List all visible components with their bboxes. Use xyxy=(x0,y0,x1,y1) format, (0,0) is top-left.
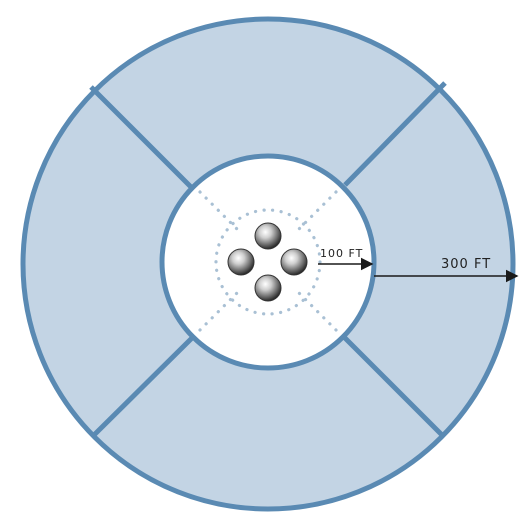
sphere-marker-icon xyxy=(228,249,254,275)
inner-zone-circle xyxy=(162,156,374,368)
inner-radius-label: 100 FT xyxy=(320,247,363,260)
sphere-marker-icon xyxy=(281,249,307,275)
outer-radius-label: 300 FT xyxy=(441,257,491,272)
sphere-marker-icon xyxy=(255,223,281,249)
sphere-marker-icon xyxy=(255,275,281,301)
